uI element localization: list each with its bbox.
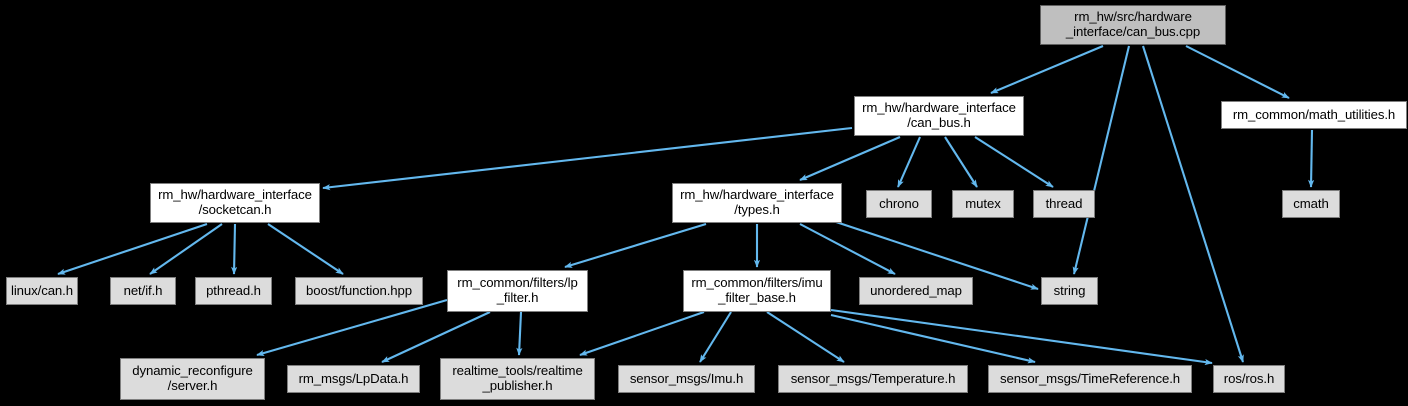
- graph-node-thread[interactable]: thread: [1033, 190, 1095, 218]
- graph-node-label: rm_hw/hardware_interface /can_bus.h: [862, 100, 1016, 130]
- graph-node-label: sensor_msgs/TimeReference.h: [999, 370, 1181, 386]
- graph-edge-can_bus_cpp-to-ros_ros_h: [1141, 45, 1245, 363]
- graph-node-label: rm_common/filters/imu _filter_base.h: [691, 275, 823, 305]
- graph-node-sensor_msgs_Imu_h[interactable]: sensor_msgs/Imu.h: [618, 365, 755, 393]
- graph-node-label: rm_common/filters/lp _filter.h: [457, 275, 578, 305]
- graph-edge-can_bus_cpp-to-can_bus_h: [990, 45, 1104, 94]
- graph-node-label: net/if.h: [123, 282, 163, 298]
- graph-node-label: boost/function.hpp: [306, 282, 412, 298]
- graph-edge-imu_filter_base_h-to-sensor_msgs_TimeReference_h: [830, 313, 1036, 364]
- graph-edge-can_bus_cpp-to-string: [1072, 45, 1131, 275]
- graph-node-linux_can_h[interactable]: linux/can.h: [6, 277, 78, 305]
- graph-node-unordered_map[interactable]: unordered_map: [859, 277, 973, 305]
- graph-edge-imu_filter_base_h-to-sensor_msgs_Imu_h: [699, 311, 732, 363]
- graph-node-label: realtime_tools/realtime _publisher.h: [452, 363, 583, 393]
- graph-node-pthread_h[interactable]: pthread.h: [195, 277, 272, 305]
- graph-edge-imu_filter_base_h-to-realtime_publisher_h: [579, 311, 705, 356]
- graph-node-label: string: [1053, 282, 1086, 298]
- edges-group: [57, 45, 1315, 366]
- graph-edge-socketcan_h-to-boost_function_hpp: [267, 223, 344, 275]
- graph-node-label: cmath: [1293, 195, 1329, 211]
- graph-edge-types_h-to-unordered_map: [799, 223, 896, 275]
- graph-edge-imu_filter_base_h-to-sensor_msgs_Temperature_h: [766, 311, 845, 363]
- graph-node-mutex[interactable]: mutex: [952, 190, 1014, 218]
- graph-node-can_bus_cpp[interactable]: rm_hw/src/hardware _interface/can_bus.cp…: [1040, 5, 1226, 45]
- graph-node-label: dynamic_reconfigure /server.h: [132, 363, 253, 393]
- graph-node-cmath[interactable]: cmath: [1282, 190, 1340, 218]
- graph-node-can_bus_h[interactable]: rm_hw/hardware_interface /can_bus.h: [854, 96, 1024, 136]
- graph-node-boost_function_hpp[interactable]: boost/function.hpp: [295, 277, 423, 305]
- graph-node-types_h[interactable]: rm_hw/hardware_interface /types.h: [672, 183, 842, 223]
- graph-node-dynamic_reconfigure_server_h[interactable]: dynamic_reconfigure /server.h: [120, 358, 265, 400]
- graph-edge-math_utilities_h-to-cmath: [1308, 129, 1315, 188]
- graph-edge-socketcan_h-to-linux_can_h: [57, 223, 208, 275]
- graph-node-ros_ros_h[interactable]: ros/ros.h: [1213, 365, 1285, 393]
- graph-edge-socketcan_h-to-pthread_h: [231, 223, 238, 275]
- graph-edge-socketcan_h-to-net_if_h: [149, 223, 223, 275]
- graph-edge-can_bus_h-to-types_h: [799, 136, 901, 181]
- graph-node-label: rm_hw/hardware_interface /socketcan.h: [158, 187, 312, 217]
- graph-edge-lp_filter_h-to-rm_msgs_LpData_h: [381, 311, 491, 363]
- graph-edge-can_bus_h-to-mutex: [944, 136, 978, 188]
- graph-node-net_if_h[interactable]: net/if.h: [110, 277, 176, 305]
- graph-node-label: sensor_msgs/Temperature.h: [790, 370, 956, 386]
- graph-node-rm_msgs_LpData_h[interactable]: rm_msgs/LpData.h: [287, 365, 420, 393]
- graph-node-label: rm_common/math_utilities.h: [1232, 106, 1396, 122]
- graph-node-label: linux/can.h: [11, 282, 73, 298]
- graph-edge-types_h-to-string: [829, 219, 1039, 290]
- graph-edge-lp_filter_h-to-dynamic_reconfigure_server_h: [256, 298, 448, 357]
- graph-node-realtime_publisher_h[interactable]: realtime_tools/realtime _publisher.h: [440, 358, 595, 400]
- graph-node-sensor_msgs_Temperature_h[interactable]: sensor_msgs/Temperature.h: [778, 365, 968, 393]
- graph-node-sensor_msgs_TimeReference_h[interactable]: sensor_msgs/TimeReference.h: [988, 365, 1192, 393]
- graph-edge-types_h-to-lp_filter_h: [564, 222, 707, 269]
- graph-node-lp_filter_h[interactable]: rm_common/filters/lp _filter.h: [447, 270, 588, 312]
- graph-node-chrono[interactable]: chrono: [866, 190, 932, 218]
- graph-edge-can_bus_h-to-thread: [974, 136, 1054, 188]
- graph-node-label: pthread.h: [206, 282, 261, 298]
- graph-edge-can_bus_cpp-to-math_utilities_h: [1185, 45, 1290, 99]
- graph-node-label: rm_hw/hardware_interface /types.h: [680, 187, 834, 217]
- graph-edge-imu_filter_base_h-to-ros_ros_h: [830, 308, 1213, 366]
- graph-edge-can_bus_h-to-socketcan_h: [322, 126, 853, 191]
- graph-node-label: rm_hw/src/hardware _interface/can_bus.cp…: [1065, 9, 1201, 39]
- graph-node-string[interactable]: string: [1041, 277, 1098, 305]
- graph-node-label: ros/ros.h: [1223, 370, 1275, 386]
- graph-node-imu_filter_base_h[interactable]: rm_common/filters/imu _filter_base.h: [683, 270, 831, 312]
- graph-edge-can_bus_h-to-chrono: [897, 136, 921, 188]
- graph-node-label: chrono: [879, 195, 919, 211]
- graph-node-label: thread: [1045, 195, 1083, 211]
- graph-node-label: sensor_msgs/Imu.h: [629, 370, 744, 386]
- graph-node-label: rm_msgs/LpData.h: [298, 370, 409, 386]
- graph-node-label: unordered_map: [870, 282, 962, 298]
- graph-node-socketcan_h[interactable]: rm_hw/hardware_interface /socketcan.h: [150, 183, 320, 223]
- graph-edge-lp_filter_h-to-realtime_publisher_h: [516, 311, 523, 356]
- graph-node-label: mutex: [965, 195, 1001, 211]
- graph-node-math_utilities_h[interactable]: rm_common/math_utilities.h: [1221, 101, 1407, 129]
